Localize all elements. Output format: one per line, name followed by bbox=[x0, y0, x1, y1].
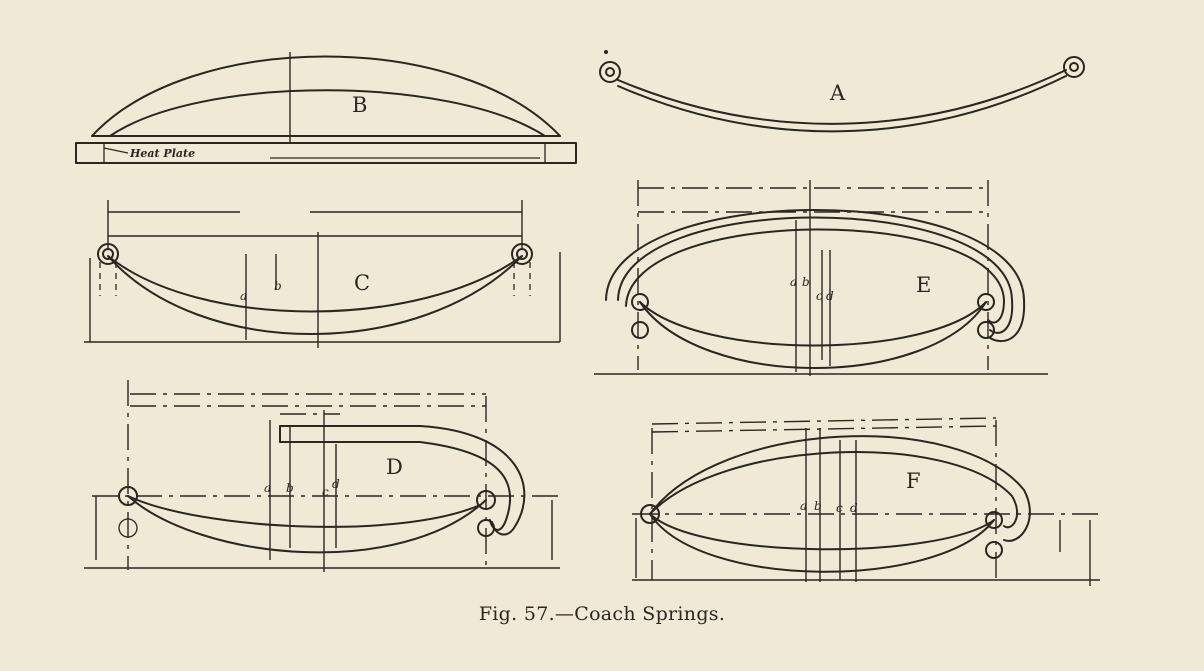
spring-d-dim-a: a bbox=[264, 481, 271, 495]
spring-d-dim-d: d bbox=[332, 477, 340, 491]
spring-b: Heat Plate B bbox=[75, 52, 577, 164]
spring-f-dim-d: d bbox=[850, 501, 858, 515]
spring-f-dim-c: c bbox=[836, 501, 843, 515]
spring-e-dim-d: d bbox=[826, 289, 834, 303]
spring-c-dim-a: a bbox=[240, 289, 247, 303]
spring-d-label: D bbox=[386, 455, 403, 479]
spring-e-dim-c: c bbox=[816, 289, 823, 303]
spring-e-dim-a: a bbox=[790, 275, 797, 289]
spring-b-label: B bbox=[352, 93, 367, 117]
spring-c-label: C bbox=[354, 271, 370, 295]
spring-d-dim-b: b bbox=[286, 481, 294, 495]
spring-d-dim-c: c bbox=[322, 485, 329, 499]
figure-caption: Fig. 57.—Coach Springs. bbox=[478, 603, 726, 625]
spring-f: a b c d F bbox=[632, 417, 1104, 586]
spring-a-label: A bbox=[829, 81, 846, 105]
spring-f-label: F bbox=[906, 469, 921, 493]
spring-e: a b c d E bbox=[594, 180, 1048, 376]
spring-c-dim-b: b bbox=[274, 279, 282, 293]
spring-c: a b C bbox=[84, 200, 561, 348]
spring-e-dim-b: b bbox=[802, 275, 810, 289]
spring-d: a b c d D bbox=[84, 380, 560, 572]
spring-f-dim-a: a bbox=[800, 499, 807, 513]
heat-plate-note: Heat Plate bbox=[129, 147, 195, 160]
spring-f-dim-b: b bbox=[814, 499, 822, 513]
spring-e-label: E bbox=[916, 273, 931, 297]
spring-a: A bbox=[599, 50, 1085, 133]
